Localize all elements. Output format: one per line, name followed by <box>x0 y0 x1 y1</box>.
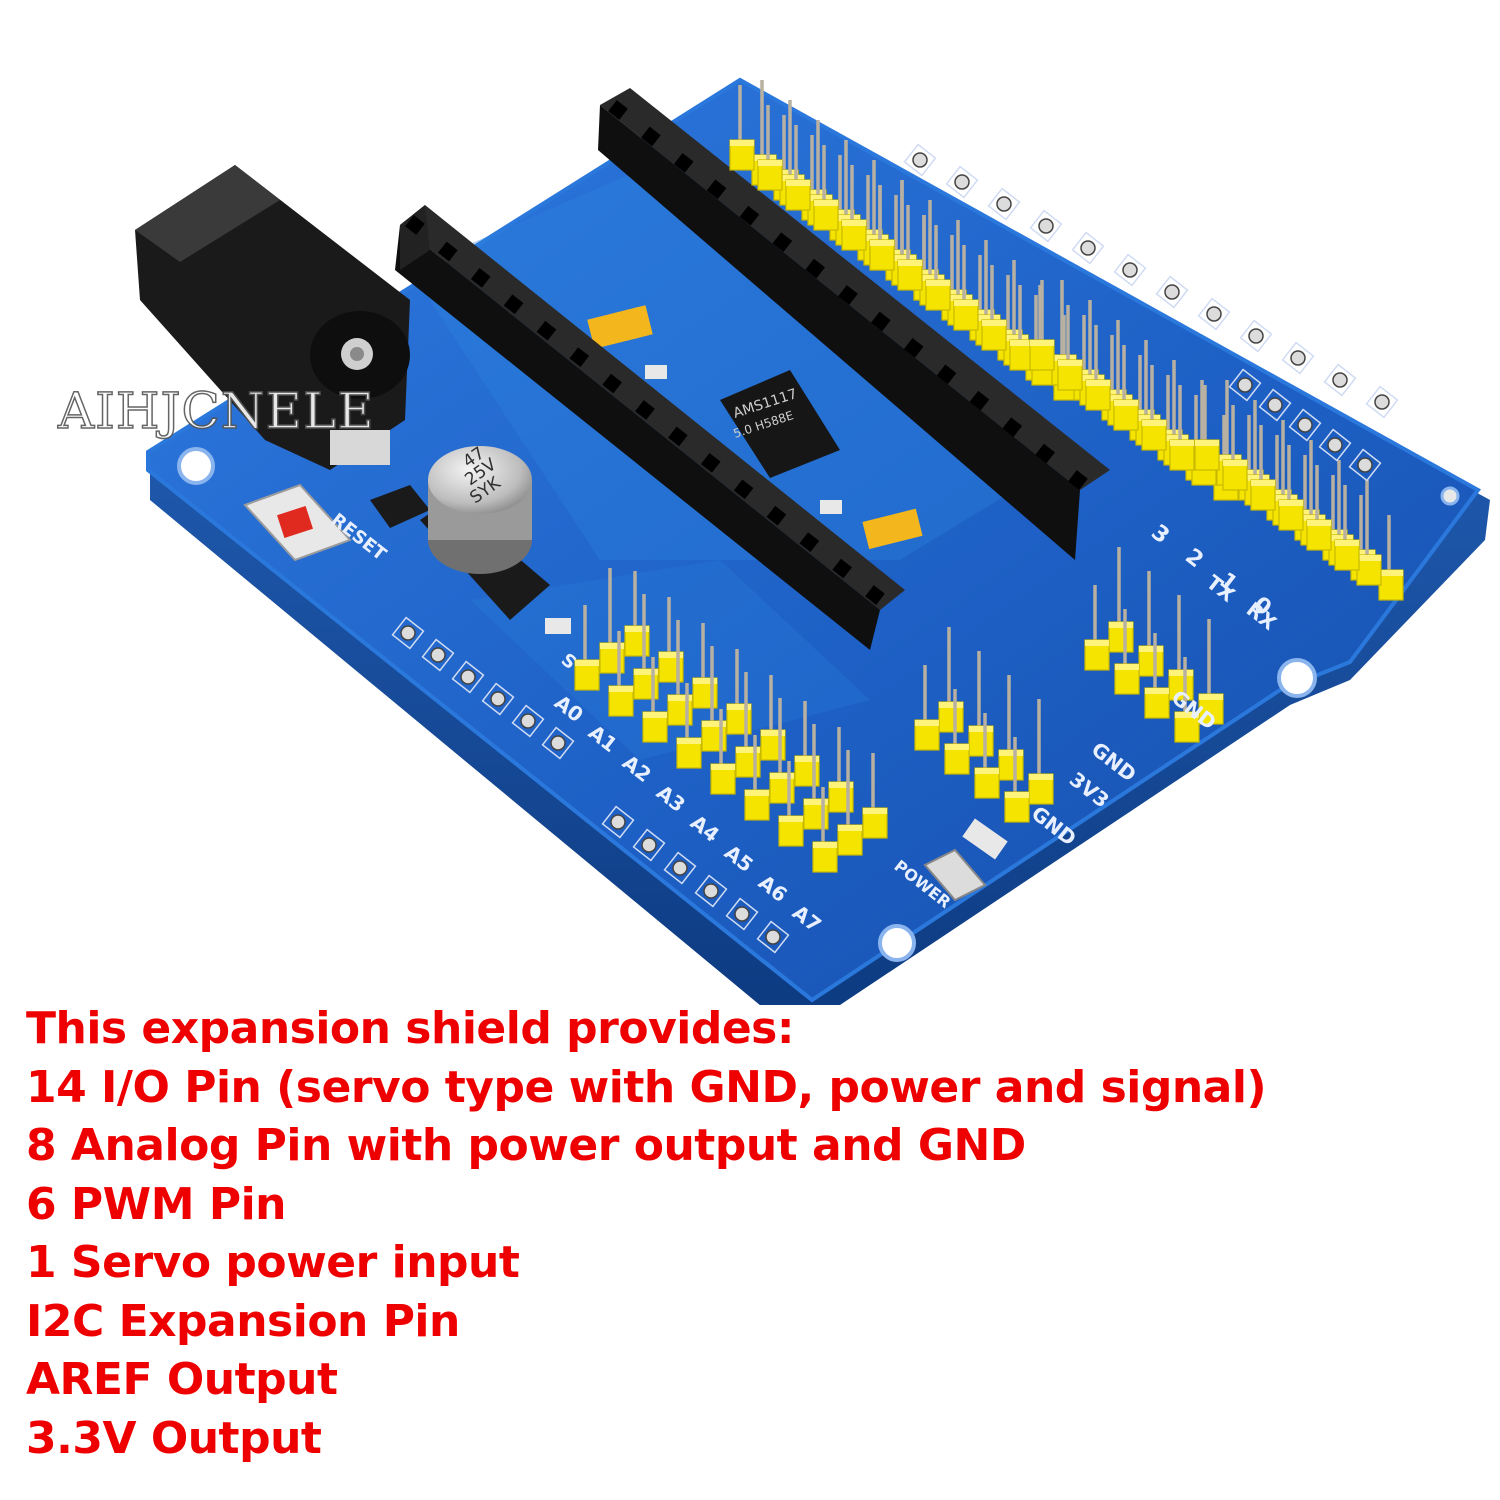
voltage-regulator: AMS1117 5.0 H588E <box>720 370 840 478</box>
tantalum-capacitor <box>862 508 923 550</box>
nano-socket-right <box>598 88 1110 560</box>
feature-item: 6 PWM Pin <box>26 1178 286 1230</box>
feature-item: AREF Output <box>26 1354 338 1405</box>
pin-header-block <box>1194 380 1404 601</box>
through-hole-row <box>391 616 575 760</box>
through-hole-row <box>903 143 1399 419</box>
shield-board-photo: RESET 47 25V SYK AMS1117 5.0 H588E A0A1A… <box>135 77 1490 1005</box>
pin-header-block <box>914 627 1054 823</box>
feature-item: 1 Servo power input <box>26 1237 520 1288</box>
through-hole-row <box>1228 368 1382 482</box>
feature-item: I2C Expansion Pin <box>26 1295 460 1347</box>
feature-heading: This expansion shield provides: <box>26 1003 794 1054</box>
watermark: AIHJCNELE <box>57 381 375 441</box>
dc-barrel-jack <box>135 165 410 470</box>
power-led <box>923 848 987 902</box>
tantalum-capacitor <box>587 305 653 349</box>
feature-item: 8 Analog Pin with power output and GND <box>26 1120 1026 1171</box>
pin-header-block <box>574 568 888 873</box>
feature-item: 3.3V Output <box>26 1412 322 1464</box>
electrolytic-capacitor: 47 25V SYK <box>420 443 550 620</box>
feature-list: This expansion shield provides: 14 I/O P… <box>26 1000 1466 1468</box>
through-hole-row <box>601 805 790 954</box>
reset-button <box>243 483 352 562</box>
feature-item: 14 I/O Pin (servo type with GND, power a… <box>26 1061 1267 1113</box>
pin-header-block <box>1084 547 1224 743</box>
